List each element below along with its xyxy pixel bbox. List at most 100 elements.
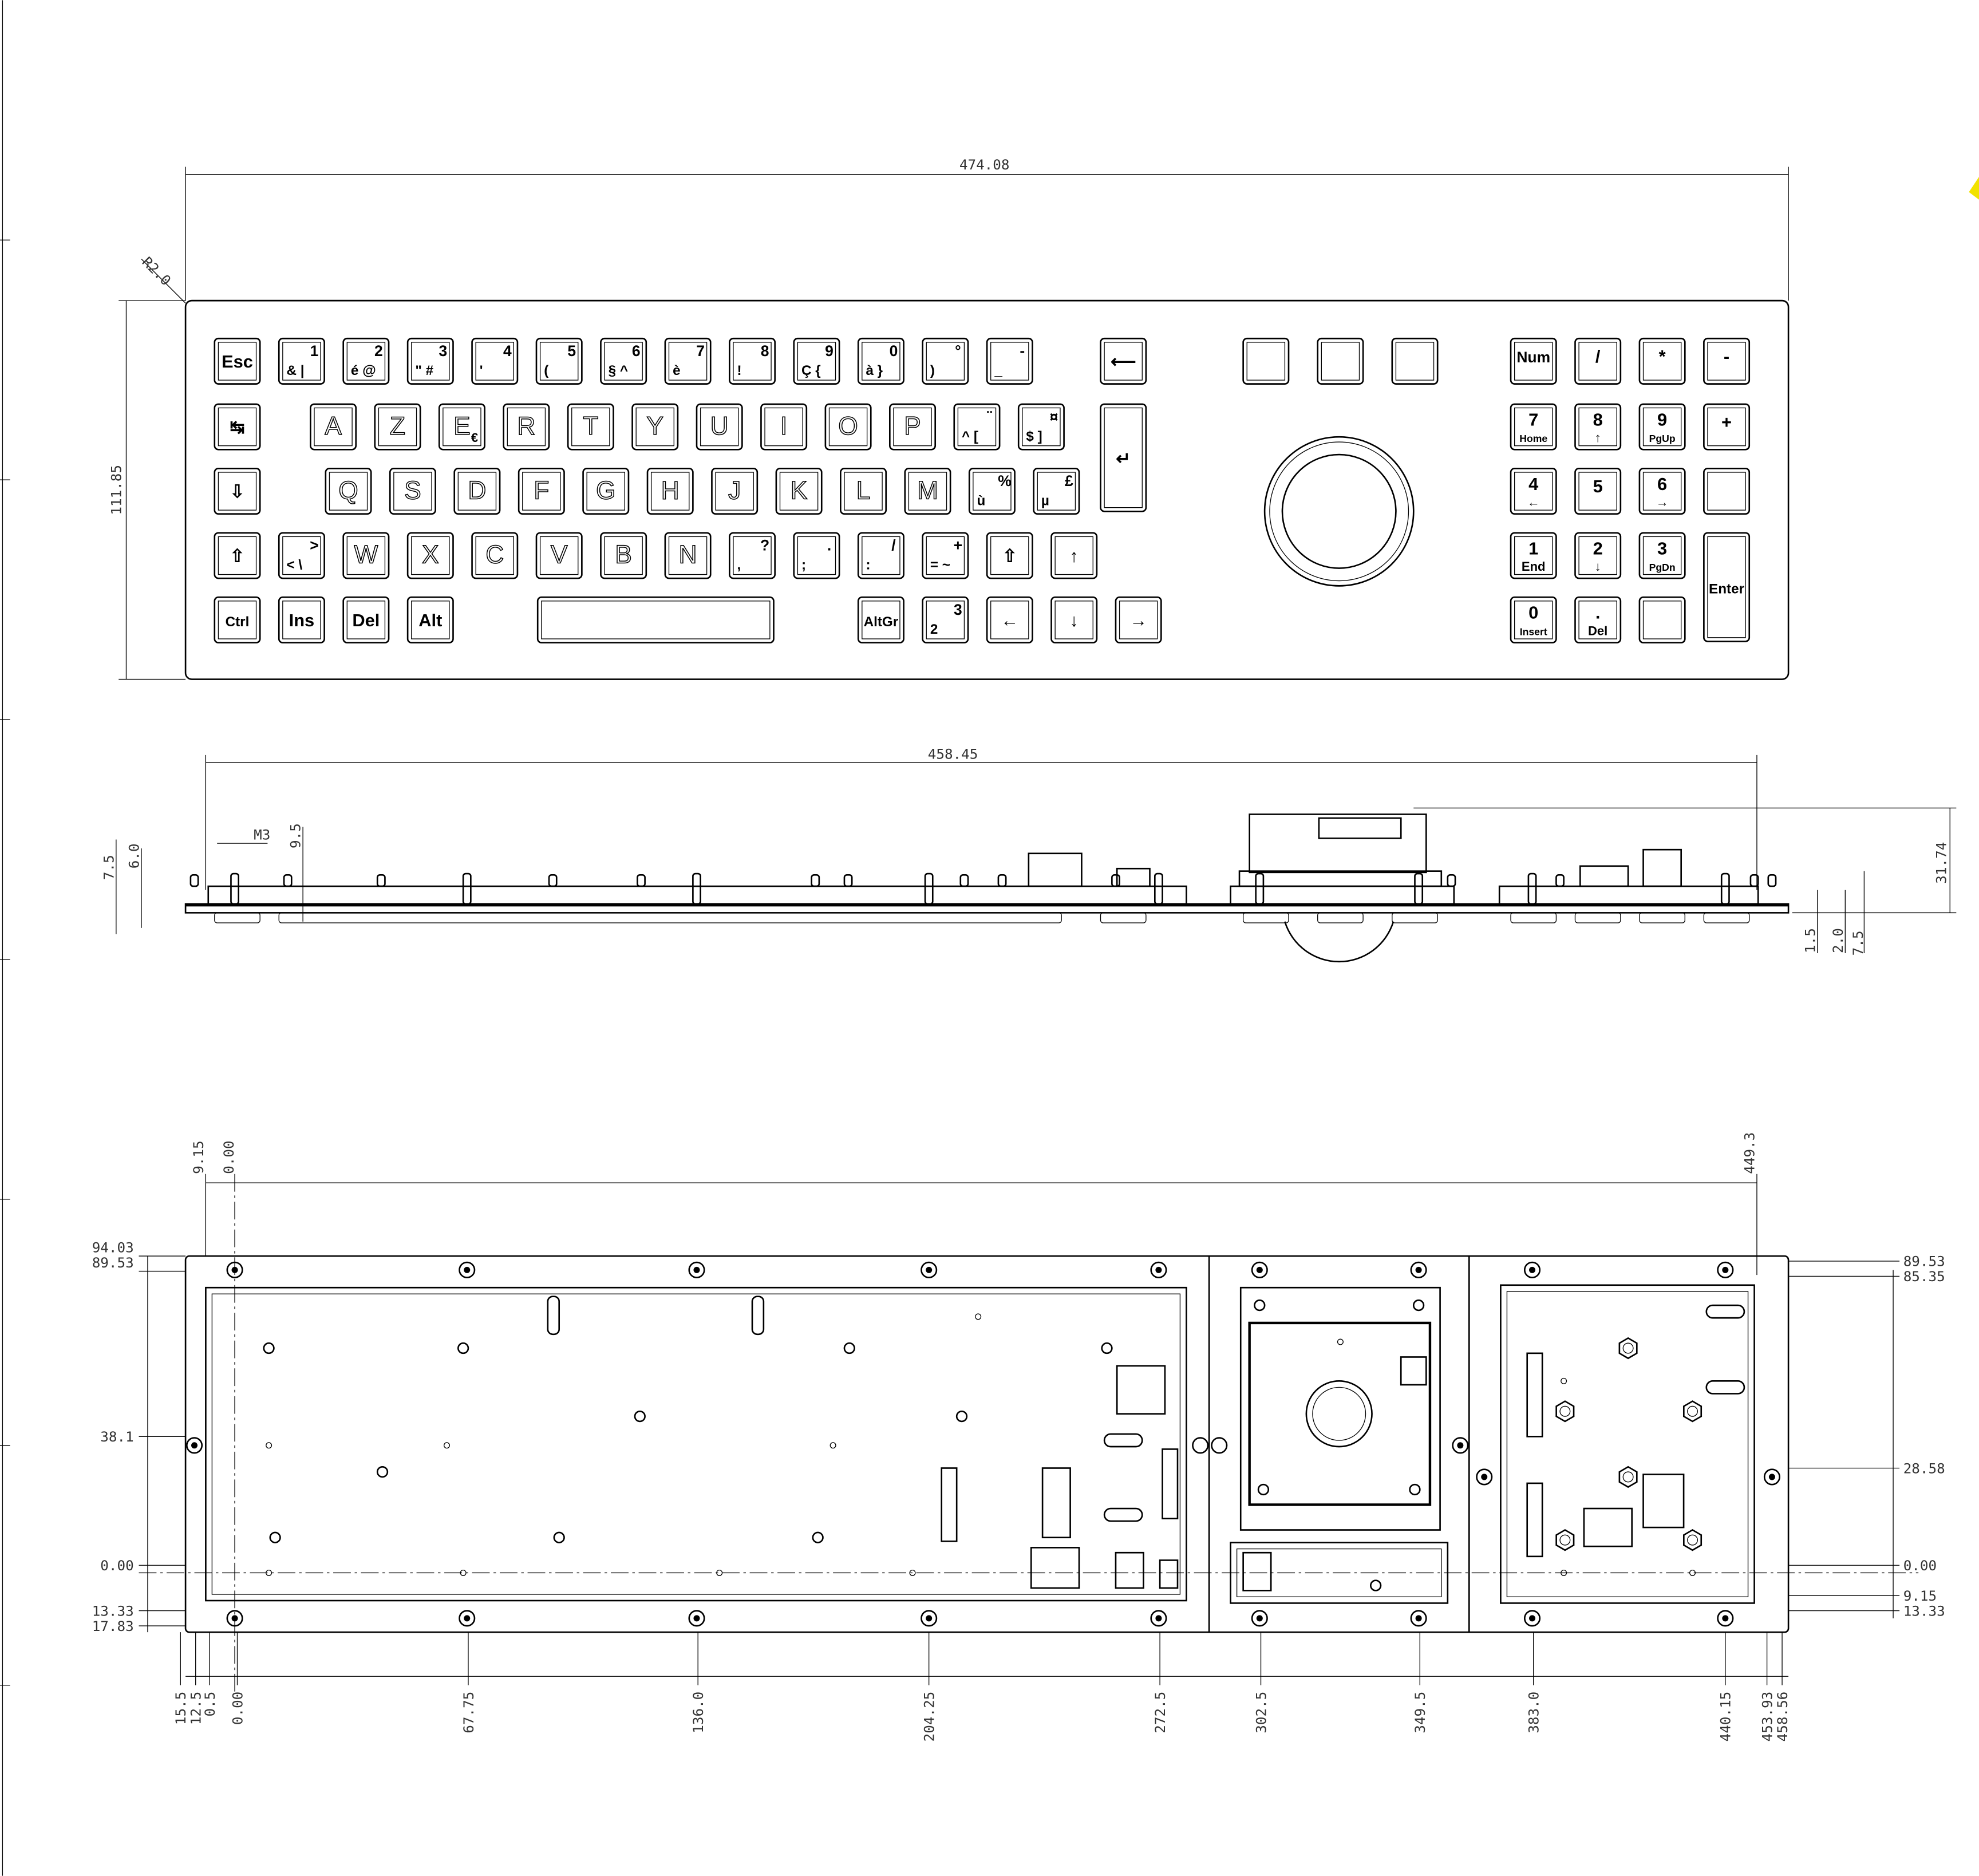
key-label: Q	[338, 476, 358, 504]
numpad-key[interactable]: /	[1574, 337, 1622, 385]
key[interactable]: 6§ ^	[600, 337, 647, 385]
key[interactable]: V	[535, 532, 583, 579]
key[interactable]: 2é @	[342, 337, 390, 385]
key[interactable]: T	[567, 403, 614, 451]
key[interactable]: ?,	[729, 532, 776, 579]
key[interactable]: ↵	[1100, 403, 1147, 512]
key[interactable]: 8!	[729, 337, 776, 385]
key[interactable]: ⇧	[214, 532, 261, 579]
key[interactable]: Del	[342, 596, 390, 643]
numpad-key[interactable]: *	[1638, 337, 1686, 385]
blank-key[interactable]	[1317, 337, 1364, 385]
key[interactable]: ↓	[1050, 596, 1098, 643]
key[interactable]: Esc	[214, 337, 261, 385]
key[interactable]: L	[840, 468, 887, 515]
numpad-key[interactable]: 2↓	[1574, 532, 1622, 579]
key[interactable]: C	[471, 532, 519, 579]
key[interactable]: 1& |	[278, 337, 325, 385]
mounting-hole	[1412, 1299, 1425, 1312]
blank-key[interactable]	[1391, 337, 1439, 385]
key[interactable]: ⇧	[986, 532, 1033, 579]
key[interactable]: K	[775, 468, 823, 515]
numpad-key[interactable]: 6→	[1638, 468, 1686, 515]
key[interactable]: P	[889, 403, 937, 451]
key-base-label: ù	[977, 493, 985, 508]
dim-width-label: 474.08	[959, 156, 1010, 173]
key[interactable]: Ins	[278, 596, 325, 643]
key[interactable]: Q	[325, 468, 372, 515]
key[interactable]: Y	[631, 403, 679, 451]
key[interactable]: A	[310, 403, 357, 451]
key[interactable]: U	[696, 403, 743, 451]
key[interactable]: G	[582, 468, 630, 515]
key[interactable]: £µ	[1033, 468, 1080, 515]
numpad-key[interactable]: .Del	[1574, 596, 1622, 643]
key[interactable]: J	[711, 468, 759, 515]
key[interactable]: ⇩	[214, 468, 261, 515]
side-stud	[1767, 874, 1777, 887]
key[interactable]: ¨^ [	[953, 403, 1001, 451]
key[interactable]: R	[503, 403, 550, 451]
numpad-key[interactable]: +	[1703, 403, 1751, 451]
key[interactable]: X	[406, 532, 454, 579]
key[interactable]: 5(	[535, 337, 583, 385]
key[interactable]: Ctrl	[214, 596, 261, 643]
key[interactable]: ¤$ ]	[1017, 403, 1065, 451]
key[interactable]: F	[518, 468, 565, 515]
key[interactable]: += ~	[922, 532, 969, 579]
key[interactable]: →	[1115, 596, 1162, 643]
key[interactable]: /:	[857, 532, 904, 579]
key[interactable]: E€	[438, 403, 485, 451]
numpad-key[interactable]: Enter	[1703, 532, 1751, 642]
numpad-key[interactable]: Num	[1510, 337, 1557, 385]
key[interactable]: 7è	[664, 337, 712, 385]
key[interactable]: .;	[793, 532, 840, 579]
side-stud	[189, 874, 199, 887]
key[interactable]: N	[664, 532, 712, 579]
key[interactable]: D	[453, 468, 501, 515]
side-keycap	[1317, 912, 1364, 923]
dim-height: 111.85	[108, 300, 186, 680]
key[interactable]: Alt	[406, 596, 454, 643]
key[interactable]: I	[760, 403, 808, 451]
key[interactable]: B	[600, 532, 647, 579]
numpad-key[interactable]	[1703, 468, 1751, 515]
key[interactable]: W	[342, 532, 390, 579]
blank-key[interactable]	[1242, 337, 1290, 385]
key[interactable]: >< \	[278, 532, 325, 579]
key[interactable]: AltGr	[857, 596, 904, 643]
key[interactable]: 3" #	[406, 337, 454, 385]
numpad-key[interactable]	[1638, 596, 1686, 643]
key-label: H	[661, 476, 680, 504]
key[interactable]: 32	[922, 596, 969, 643]
numpad-key-label: 6	[1657, 474, 1667, 494]
key[interactable]: H	[646, 468, 694, 515]
key[interactable]: ←	[986, 596, 1033, 643]
numpad-key-sublabel: ↑	[1595, 431, 1601, 445]
key[interactable]: S	[389, 468, 436, 515]
numpad-key-label: 4	[1528, 474, 1538, 494]
key[interactable]: 9Ç {	[793, 337, 840, 385]
key[interactable]: °)	[922, 337, 969, 385]
key[interactable]: Z	[374, 403, 421, 451]
key[interactable]: ↑	[1050, 532, 1098, 579]
key[interactable]: M	[904, 468, 951, 515]
numpad-key[interactable]: 5	[1574, 468, 1622, 515]
key[interactable]: ↹	[214, 403, 261, 451]
numpad-key[interactable]: -	[1703, 337, 1751, 385]
side-stud	[1111, 874, 1120, 887]
key[interactable]: O	[824, 403, 872, 451]
key[interactable]	[536, 596, 775, 643]
numpad-key[interactable]: 8↑	[1574, 403, 1622, 451]
key[interactable]: ⟵	[1100, 337, 1147, 385]
key[interactable]: -_	[986, 337, 1033, 385]
numpad-key[interactable]: 4←	[1510, 468, 1557, 515]
key[interactable]: 0à }	[857, 337, 904, 385]
key[interactable]: 4'	[471, 337, 519, 385]
key[interactable]: %ù	[968, 468, 1016, 515]
